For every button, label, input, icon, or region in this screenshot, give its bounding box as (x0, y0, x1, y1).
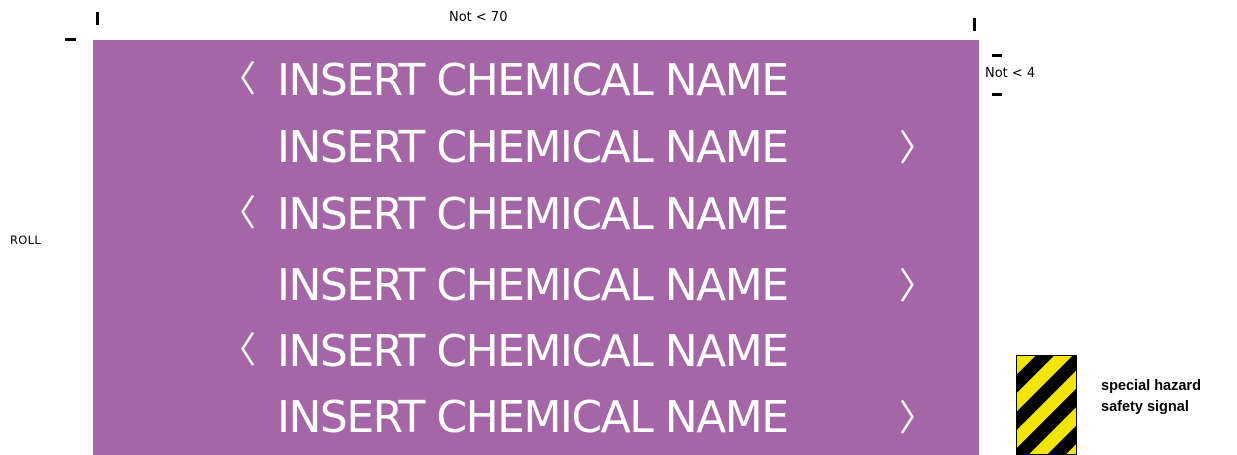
flow-arrow-left-icon: 〈 (220, 330, 257, 371)
label-line-2: INSERT CHEMICAL NAME 〉 (93, 118, 979, 178)
height-tick-bottom (992, 93, 1002, 96)
flow-arrow-right-icon: 〉 (899, 128, 936, 169)
hazard-legend-text: special hazard safety signal (1101, 376, 1201, 418)
hazard-legend-line-1: special hazard (1101, 378, 1201, 394)
chemical-name-text: INSERT CHEMICAL NAME (277, 392, 789, 443)
label-line-5: 〈 INSERT CHEMICAL NAME (93, 322, 979, 382)
width-tick-left (96, 12, 99, 25)
flow-arrow-left-icon: 〈 (220, 59, 257, 100)
width-dimension-label: Not < 70 (449, 10, 508, 25)
chemical-name-text: INSERT CHEMICAL NAME (277, 326, 789, 377)
hazard-legend-line-2: safety signal (1101, 399, 1189, 415)
flow-arrow-right-icon: 〉 (899, 266, 936, 307)
height-dimension-label: Not < 4 (985, 66, 1036, 81)
chemical-label-panel: 〈 INSERT CHEMICAL NAME INSERT CHEMICAL N… (93, 40, 979, 455)
label-line-6: INSERT CHEMICAL NAME 〉 (93, 388, 979, 448)
chemical-name-text: INSERT CHEMICAL NAME (277, 189, 789, 240)
label-line-3: 〈 INSERT CHEMICAL NAME (93, 185, 979, 245)
flow-arrow-right-icon: 〉 (899, 398, 936, 439)
chemical-name-text: INSERT CHEMICAL NAME (277, 122, 789, 173)
width-tick-right (973, 18, 976, 31)
label-line-1: 〈 INSERT CHEMICAL NAME (93, 51, 979, 111)
height-tick-top (992, 54, 1002, 57)
corner-tick-top-left (65, 38, 76, 41)
label-line-4: INSERT CHEMICAL NAME 〉 (93, 256, 979, 316)
chemical-name-text: INSERT CHEMICAL NAME (277, 55, 789, 106)
hazard-stripes-icon (1016, 355, 1077, 455)
flow-arrow-left-icon: 〈 (220, 193, 257, 234)
chemical-name-text: INSERT CHEMICAL NAME (277, 260, 789, 311)
roll-label: ROLL (10, 233, 42, 247)
